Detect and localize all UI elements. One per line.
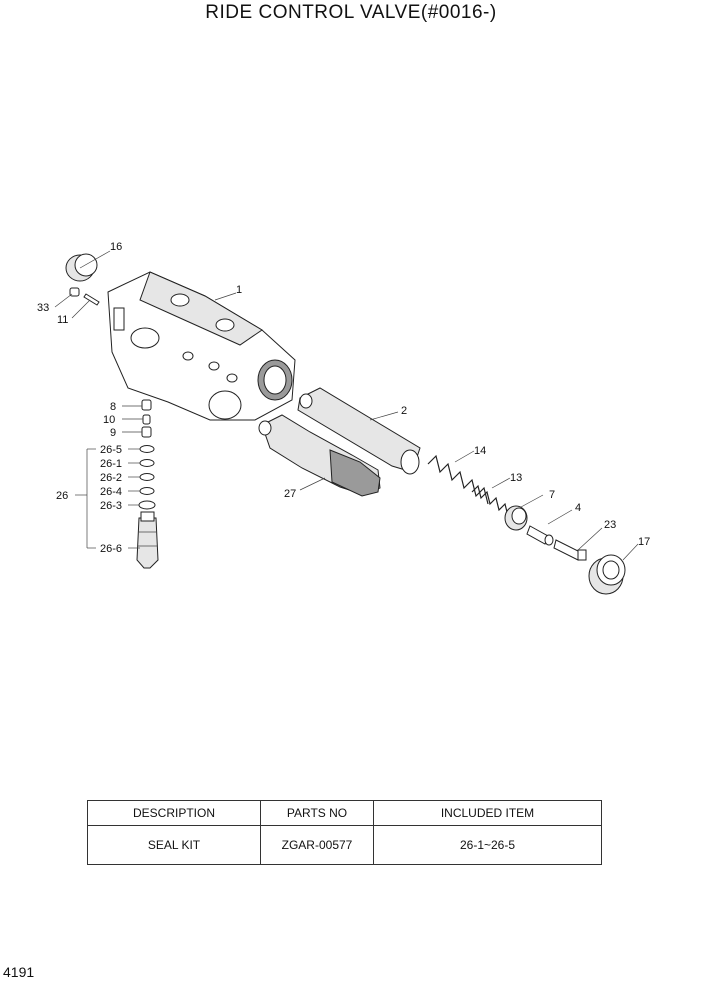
part-17-plug <box>588 554 626 595</box>
callout-26-1: 26-1 <box>100 458 122 470</box>
callout-4: 4 <box>575 502 581 514</box>
callout-26-6: 26-6 <box>100 543 122 555</box>
part-27-solenoid <box>258 414 381 497</box>
header-included-item: INCLUDED ITEM <box>373 800 602 826</box>
callout-9: 9 <box>110 427 116 439</box>
callout-7: 7 <box>549 489 555 501</box>
callout-27: 27 <box>284 488 296 500</box>
callout-13: 13 <box>510 472 522 484</box>
table-header-row: DESCRIPTION PARTS NO INCLUDED ITEM <box>87 800 602 826</box>
cell-included-item: 26-1~26-5 <box>373 825 602 865</box>
callout-1: 1 <box>236 284 242 296</box>
page-title: RIDE CONTROL VALVE(#0016-) <box>205 2 497 23</box>
part-33-plug <box>69 287 80 297</box>
part-2-spool <box>297 387 421 475</box>
cell-parts-no: ZGAR-00577 <box>260 825 374 865</box>
callout-14: 14 <box>474 445 486 457</box>
cell-description: SEAL KIT <box>87 825 261 865</box>
header-parts-no: PARTS NO <box>260 800 374 826</box>
callout-33: 33 <box>37 302 49 314</box>
callout-23: 23 <box>604 519 616 531</box>
callout-10: 10 <box>103 414 115 426</box>
part-13-spring <box>471 484 515 518</box>
callout-26-5: 26-5 <box>100 444 122 456</box>
callout-17: 17 <box>638 536 650 548</box>
callout-26-3: 26-3 <box>100 500 122 512</box>
callout-8: 8 <box>110 401 116 413</box>
header-description: DESCRIPTION <box>87 800 261 826</box>
part-4-sleeve <box>526 525 554 546</box>
leader-lines <box>54 250 639 561</box>
page-number: 4191 <box>3 964 35 980</box>
valve-body <box>107 271 296 421</box>
part-7-seat <box>504 505 528 531</box>
callout-2: 2 <box>401 405 407 417</box>
callout-26: 26 <box>56 490 68 502</box>
callout-26-2: 26-2 <box>100 472 122 484</box>
part-11-pin <box>83 293 100 306</box>
seal-stack <box>136 399 159 569</box>
part-23-bolt <box>553 539 587 561</box>
part-14-spring <box>427 454 489 505</box>
callout-11: 11 <box>57 314 68 326</box>
seal-kit-table: DESCRIPTION PARTS NO INCLUDED ITEM SEAL … <box>87 800 602 865</box>
callout-16: 16 <box>110 241 122 253</box>
callout-26-4: 26-4 <box>100 486 122 498</box>
table-row: SEAL KIT ZGAR-00577 26-1~26-5 <box>87 825 602 865</box>
